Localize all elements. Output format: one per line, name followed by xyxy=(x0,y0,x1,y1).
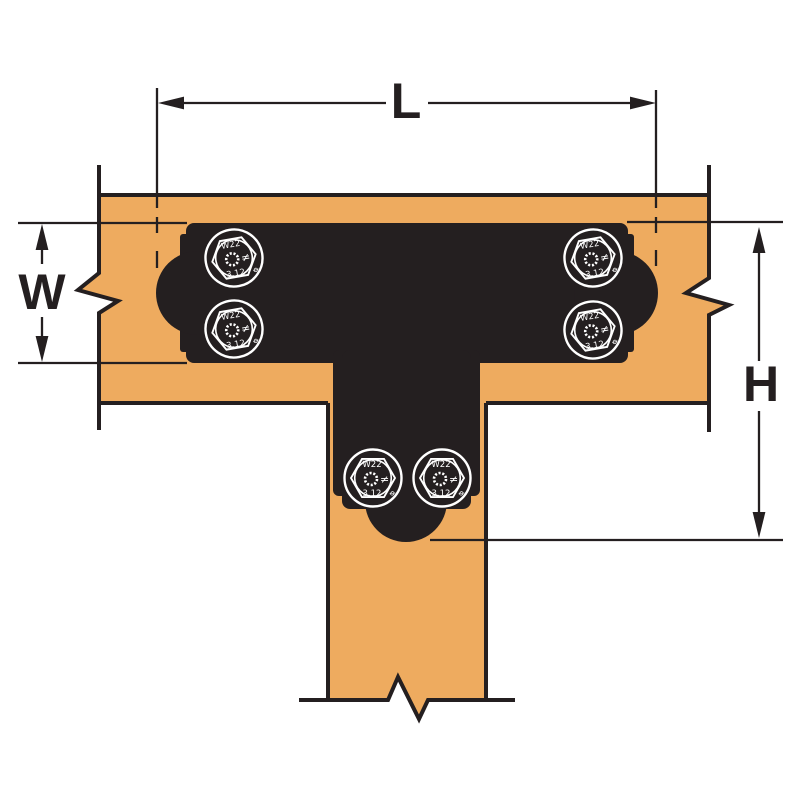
bolt-marking-bottom: 3.12 xyxy=(432,489,451,499)
dimension-width-label: W xyxy=(18,264,66,320)
w-arrowhead-down-icon xyxy=(35,336,49,362)
bolt-hex-head-icon xyxy=(211,307,257,351)
bolt-diameter-symbol: ø xyxy=(611,264,620,274)
bolt: W22 3.12 ≠ ø xyxy=(204,299,264,359)
bolt-serrated-center-icon xyxy=(583,324,599,339)
bolt-marking-top: W22 xyxy=(579,239,600,252)
bolt-hex-head-icon xyxy=(349,458,397,498)
bolt-hex-head-icon xyxy=(570,236,616,280)
dimension-length: L xyxy=(155,73,658,268)
bolt-marking-bottom: 3.12 xyxy=(585,267,605,280)
bolt-serrated-center-icon xyxy=(224,323,240,338)
bolt: W22 3.12 ≠ ø xyxy=(563,300,623,360)
l-arrowhead-right-icon xyxy=(630,96,656,110)
bolt-diameter-symbol: ø xyxy=(388,488,398,498)
bolt-serrated-center-icon xyxy=(363,471,379,487)
bolt-torque-symbol: ≠ xyxy=(449,473,458,486)
bolt-torque-symbol: ≠ xyxy=(240,321,251,335)
bolt: W22 3.12 ≠ ø xyxy=(412,448,472,508)
bolt-marking-bottom: 3.12 xyxy=(585,339,605,352)
bolt-marking-bottom: 3.12 xyxy=(363,489,382,499)
bolt-serrated-center-icon xyxy=(583,252,599,267)
bolt-head-face-icon xyxy=(353,458,393,498)
bolt-torque-symbol: ≠ xyxy=(240,250,251,264)
bolt-marking-top: W22 xyxy=(220,310,241,323)
bolt-marking-top: W22 xyxy=(362,460,381,470)
bolt-marking-top: W22 xyxy=(431,460,450,470)
h-arrowhead-down-icon xyxy=(752,512,766,538)
bolt-torque-symbol: ≠ xyxy=(599,322,610,336)
bolt-hex-head-icon xyxy=(211,236,257,280)
bolt-marking-top: W22 xyxy=(579,311,600,324)
bolt-torque-symbol: ≠ xyxy=(380,473,389,486)
bolt-marking-top: W22 xyxy=(220,239,241,252)
bolt-head-face-icon xyxy=(214,238,254,278)
dimension-length-label: L xyxy=(391,73,422,129)
dimension-width: W xyxy=(18,221,187,365)
w-arrowhead-up-icon xyxy=(35,224,49,250)
bolt-marking-bottom: 3.12 xyxy=(226,267,246,280)
dimension-height: H xyxy=(430,220,783,542)
bolt-torque-symbol: ≠ xyxy=(599,250,610,264)
bolts-layer: W22 3.12 ≠ ø W22 3.12 ≠ ø W22 3.12 xyxy=(204,228,623,508)
h-arrowhead-up-icon xyxy=(752,227,766,253)
bolt: W22 3.12 ≠ ø xyxy=(204,228,264,288)
dimension-height-label: H xyxy=(743,356,779,412)
bolt: W22 3.12 ≠ ø xyxy=(563,228,623,288)
bolt-hex-head-icon xyxy=(418,458,466,498)
bolt-head-face-icon xyxy=(573,310,613,350)
beam-right-break-line xyxy=(681,165,735,432)
bolt-diameter-symbol: ø xyxy=(252,335,261,345)
bolt-diameter-symbol: ø xyxy=(252,264,261,274)
bolt-head-face-icon xyxy=(422,458,462,498)
bolt-serrated-center-icon xyxy=(224,252,240,267)
bolt-head-face-icon xyxy=(573,238,613,278)
bolt-marking-bottom: 3.12 xyxy=(226,338,246,351)
plate-horizontal-strap xyxy=(186,223,628,363)
l-arrowhead-left-icon xyxy=(158,96,184,110)
bolt-diameter-symbol: ø xyxy=(611,336,620,346)
bolt: W22 3.12 ≠ ø xyxy=(343,448,403,508)
bolt-head-face-icon xyxy=(214,309,254,349)
bolt-hex-head-icon xyxy=(570,308,616,352)
beam-left-break-line xyxy=(73,165,123,430)
post-bottom-break-line xyxy=(299,672,515,724)
bolt-serrated-center-icon xyxy=(432,471,448,487)
bolt-diameter-symbol: ø xyxy=(457,488,467,498)
